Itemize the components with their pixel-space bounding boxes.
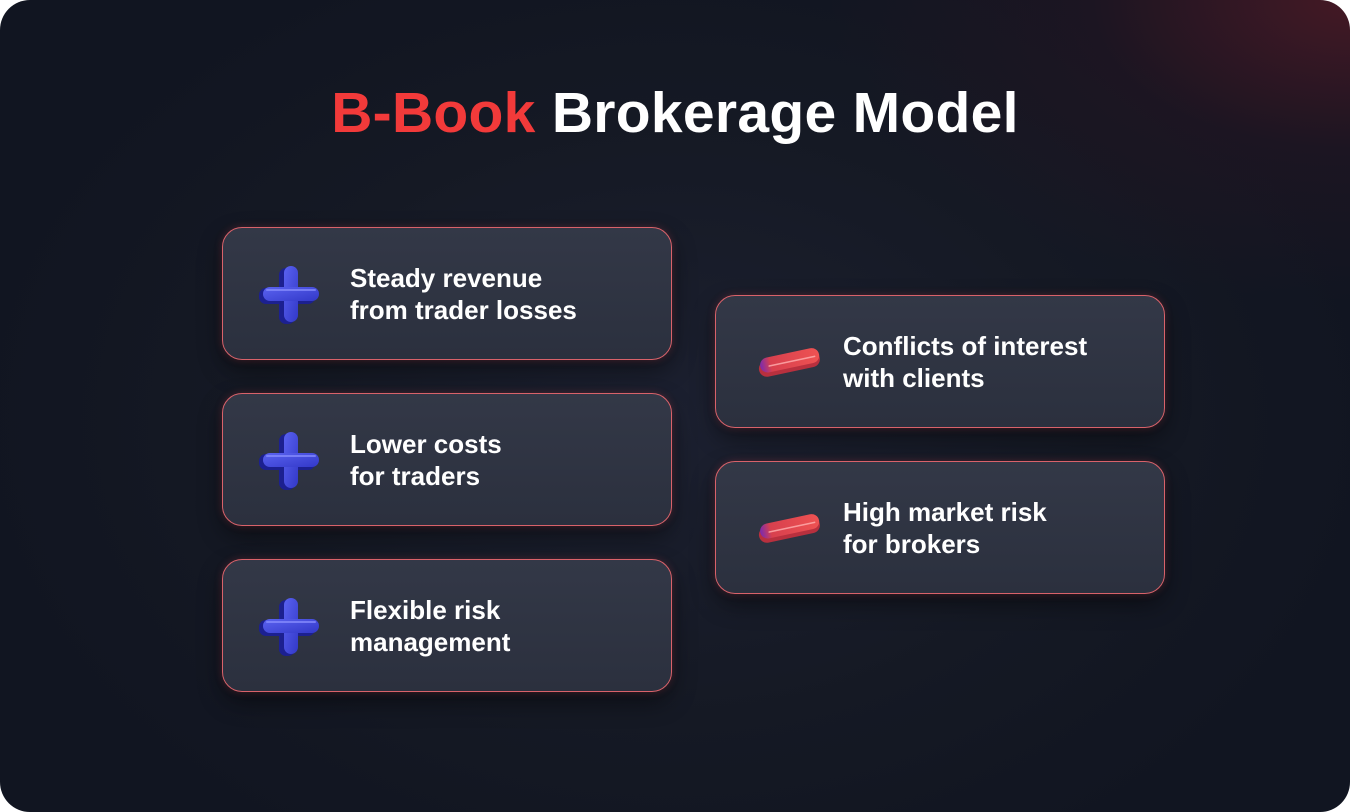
pro-card-2: Lower costs for traders	[222, 393, 672, 526]
pro-card-3: Flexible risk management	[222, 559, 672, 692]
label-line-2: for brokers	[843, 529, 981, 559]
label-line-2: for traders	[350, 461, 481, 491]
minus-icon	[758, 514, 820, 543]
con-card-2: High market risk for brokers	[715, 461, 1165, 594]
plus-icon	[259, 266, 319, 324]
con-card-1: Conflicts of interest with clients	[715, 295, 1165, 428]
label-line-1: Conflicts of interest	[843, 331, 1088, 361]
con-card-label: Conflicts of interest with clients	[843, 330, 1144, 394]
label-line-2: from trader losses	[350, 295, 577, 325]
plus-icon	[259, 432, 319, 490]
minus-icon	[758, 348, 820, 377]
title-accent: B-Book	[331, 81, 536, 145]
label-line-1: Flexible risk	[350, 595, 501, 625]
con-card-label: High market risk for brokers	[843, 496, 1144, 560]
pro-card-label: Lower costs for traders	[350, 428, 651, 492]
pro-card-1: Steady revenue from trader losses	[222, 227, 672, 360]
label-line-2: management	[350, 627, 511, 657]
pro-card-label: Flexible risk management	[350, 594, 651, 658]
label-line-2: with clients	[843, 363, 985, 393]
label-line-1: Steady revenue	[350, 263, 543, 293]
page-title: B-Book Brokerage Model	[0, 80, 1350, 146]
plus-icon	[259, 598, 319, 656]
title-rest: Brokerage Model	[551, 81, 1019, 145]
label-line-1: Lower costs	[350, 429, 502, 459]
pro-card-label: Steady revenue from trader losses	[350, 262, 651, 326]
label-line-1: High market risk	[843, 497, 1047, 527]
